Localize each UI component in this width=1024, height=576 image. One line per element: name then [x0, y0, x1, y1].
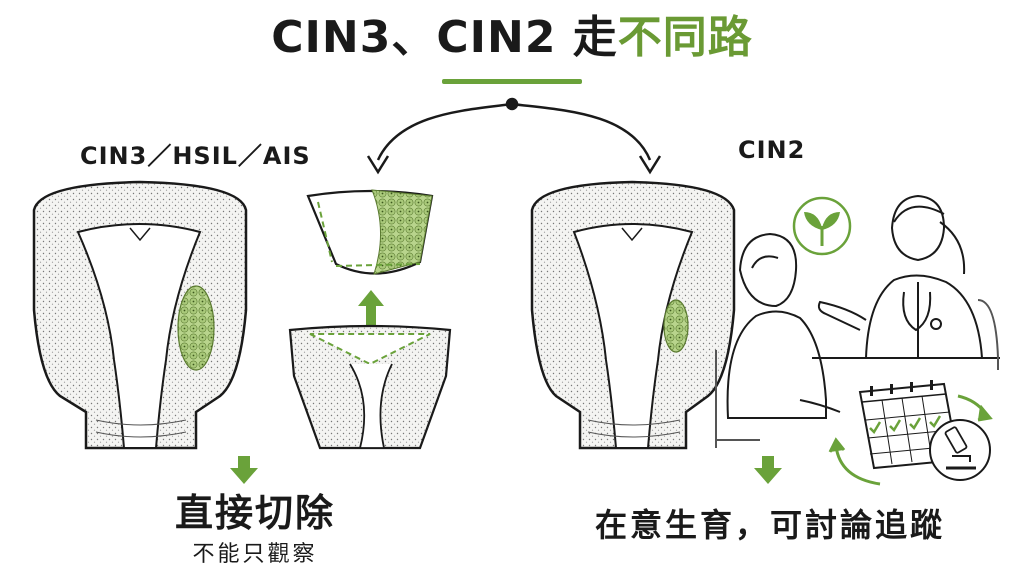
branch-arrowhead-right: [638, 155, 662, 175]
cervix-left: [32, 180, 248, 450]
up-arrow-icon: [358, 290, 384, 330]
cervix-right: [530, 180, 736, 450]
left-note: 不能只觀察: [192, 542, 318, 567]
right-branch-label: CIN2: [738, 136, 806, 164]
branch-arrow-right: [511, 102, 652, 161]
lesion-left: [177, 285, 215, 371]
patient-figure: [726, 232, 841, 419]
left-outcome: 直接切除: [174, 491, 335, 535]
cervix-after-excision: [288, 324, 452, 450]
lesion-right: [663, 299, 689, 353]
excised-cone: [306, 189, 434, 275]
doctor-figure: [817, 194, 984, 359]
title-accent: 不同路: [617, 12, 753, 63]
right-outcome: 在意生育，可討論追蹤: [594, 506, 945, 544]
branch-arrowhead-left: [366, 155, 390, 175]
down-arrow-icon-right: [754, 456, 782, 484]
cycle-arrows-icon: [828, 394, 993, 486]
title-underline: [442, 79, 582, 84]
page-title: CIN3、CIN2 走不同路: [0, 6, 1024, 70]
title-part1: CIN3、CIN2 走: [271, 12, 618, 63]
branch-arrows: [366, 97, 662, 175]
sprout-icon: [792, 196, 852, 256]
microscope-icon: [929, 419, 991, 481]
branch-arrow-left: [376, 102, 513, 161]
left-branch-label: CIN3／HSIL／AIS: [80, 142, 311, 170]
consultation-scene: [715, 194, 1000, 448]
down-arrow-icon: [230, 456, 258, 484]
